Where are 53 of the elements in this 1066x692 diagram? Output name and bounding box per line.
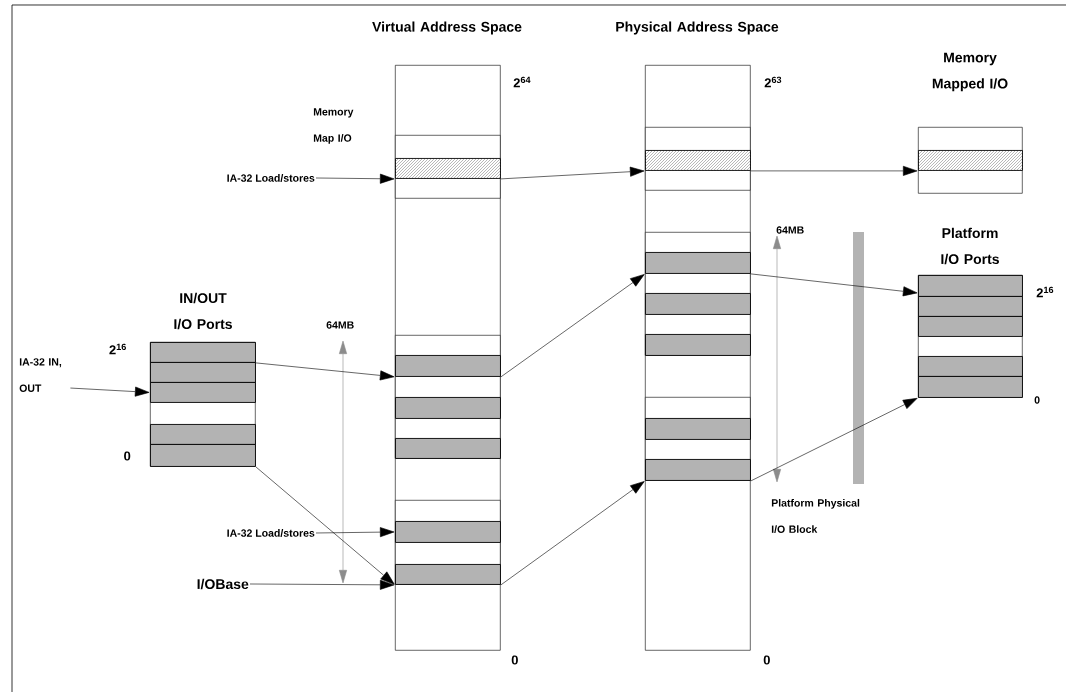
label-text: 2$^{16}$ [1036,286,1054,298]
arrow [500,481,645,586]
label-text: Memory Map I/O [313,108,354,144]
label-text: I/OBase [197,578,249,590]
memory-stripe [645,293,751,315]
memory-stripe [395,438,501,459]
arrow [315,173,395,184]
memory-stripe [150,444,256,467]
memory-stripe [150,382,256,403]
arrow [750,165,918,176]
arrow [249,579,395,590]
memory-stripe [918,356,1023,377]
memory-stripe [395,355,501,377]
arrow [500,166,645,180]
heading: IN/OUT I/O Ports [174,292,232,330]
label-text: 0 [124,451,131,461]
memory-stripe [645,418,751,440]
memory-stripe [918,296,1023,317]
label-text: 2$^{64}$ [513,76,531,88]
heading: Physical Address Space [616,21,779,35]
arrow [750,273,918,297]
heading: Platform I/O Ports [941,227,999,265]
memory-stripe [645,252,751,274]
arrow [500,274,645,378]
label-text: 0 [1034,396,1040,404]
heading: Virtual Address Space [372,21,522,35]
label-text: 0 [763,655,770,665]
heading: Memory Mapped I/O [932,52,1008,92]
memory-stripe [645,459,751,481]
arrow [315,527,395,538]
label-text: 64MB [776,226,804,234]
memory-stripe [918,275,1023,297]
memory-stripe [150,342,256,363]
memory-stripe [645,334,751,356]
label-text: Platform Physical I/O Block [771,498,860,533]
arrow [255,362,395,381]
memory-stripe [918,316,1023,337]
arrow [750,398,918,482]
label-text: 2$^{16}$ [109,343,126,355]
arrow [70,386,150,397]
label-text: IA-32 Load/stores [227,529,315,537]
label-text: 64MB [326,321,354,329]
memory-stripe [395,521,501,543]
memory-stripe [150,362,256,383]
memory-stripe [395,564,501,585]
label-text: IA-32 IN, OUT [19,358,62,392]
memory-stripe [395,397,501,419]
label-text: IA-32 Load/stores [227,174,315,182]
arrow [255,466,395,585]
memory-stripe [918,376,1023,398]
label-text: 2$^{63}$ [764,76,782,88]
label-text: 0 [511,655,518,665]
memory-stripe [150,424,256,445]
